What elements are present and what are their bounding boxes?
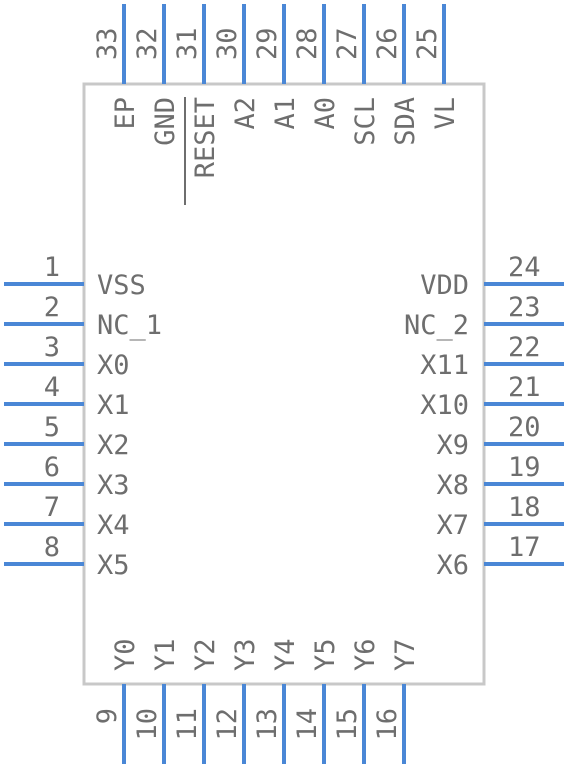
pin-number-20: 20 xyxy=(508,412,541,443)
pin-number-14: 14 xyxy=(292,708,323,741)
pin-name-23: NC_2 xyxy=(404,310,469,341)
pin-number-9: 9 xyxy=(92,708,123,724)
pin-name-2: NC_1 xyxy=(97,310,162,341)
pin-name-29: A1 xyxy=(270,97,301,130)
pin-name-6: X3 xyxy=(97,470,130,501)
pin-name-24: VDD xyxy=(420,270,469,301)
pin-number-21: 21 xyxy=(508,372,541,403)
pin-name-25: VL xyxy=(430,97,461,130)
pin-number-18: 18 xyxy=(508,492,541,523)
pin-number-25: 25 xyxy=(412,27,443,60)
pin-name-21: X10 xyxy=(420,390,469,421)
pin-number-15: 15 xyxy=(332,708,363,741)
pin-name-14: Y5 xyxy=(310,638,341,671)
pin-name-20: X9 xyxy=(436,430,469,461)
pin-name-8: X5 xyxy=(97,550,130,581)
pin-name-11: Y2 xyxy=(190,638,221,671)
pin-name-17: X6 xyxy=(436,550,469,581)
pin-number-1: 1 xyxy=(44,252,60,283)
pin-name-16: Y7 xyxy=(390,638,421,671)
pin-name-4: X1 xyxy=(97,390,130,421)
pin-name-9: Y0 xyxy=(110,638,141,671)
pin-name-33: EP xyxy=(110,97,141,130)
pin-number-12: 12 xyxy=(212,708,243,741)
pins-layer xyxy=(4,4,564,764)
pin-number-10: 10 xyxy=(132,708,163,741)
pin-number-3: 3 xyxy=(44,332,60,363)
pin-name-30: A2 xyxy=(230,97,261,130)
pin-name-13: Y4 xyxy=(270,638,301,671)
pin-name-18: X7 xyxy=(436,510,469,541)
pin-number-32: 32 xyxy=(132,27,163,60)
pin-name-3: X0 xyxy=(97,350,130,381)
pin-name-27: SCL xyxy=(350,97,381,146)
pin-name-1: VSS xyxy=(97,270,146,301)
pin-number-2: 2 xyxy=(44,292,60,323)
pin-name-26: SDA xyxy=(390,97,421,146)
pin-number-30: 30 xyxy=(212,27,243,60)
chip-body xyxy=(82,82,486,686)
pin-number-28: 28 xyxy=(292,27,323,60)
pin-number-29: 29 xyxy=(252,27,283,60)
pin-number-7: 7 xyxy=(44,492,60,523)
pin-number-13: 13 xyxy=(252,708,283,741)
pin-number-26: 26 xyxy=(372,27,403,60)
pin-number-24: 24 xyxy=(508,252,541,283)
pin-number-17: 17 xyxy=(508,532,541,563)
pin-name-12: Y3 xyxy=(230,638,261,671)
pin-number-33: 33 xyxy=(92,27,123,60)
pin-name-32: GND xyxy=(150,97,181,146)
pin-number-23: 23 xyxy=(508,292,541,323)
pin-name-19: X8 xyxy=(436,470,469,501)
pin-number-16: 16 xyxy=(372,708,403,741)
pin-name-15: Y6 xyxy=(350,638,381,671)
pin-number-5: 5 xyxy=(44,412,60,443)
pin-name-7: X4 xyxy=(97,510,130,541)
pin-name-31: RESET xyxy=(190,97,221,178)
pin-number-4: 4 xyxy=(44,372,60,403)
pin-number-6: 6 xyxy=(44,452,60,483)
pin-name-22: X11 xyxy=(420,350,469,381)
pin-number-8: 8 xyxy=(44,532,60,563)
pin-number-11: 11 xyxy=(172,708,203,741)
pin-name-10: Y1 xyxy=(150,638,181,671)
pin-number-19: 19 xyxy=(508,452,541,483)
pin-name-5: X2 xyxy=(97,430,130,461)
pin-number-22: 22 xyxy=(508,332,541,363)
pin-number-31: 31 xyxy=(172,27,203,60)
pin-name-28: A0 xyxy=(310,97,341,130)
pin-number-27: 27 xyxy=(332,27,363,60)
